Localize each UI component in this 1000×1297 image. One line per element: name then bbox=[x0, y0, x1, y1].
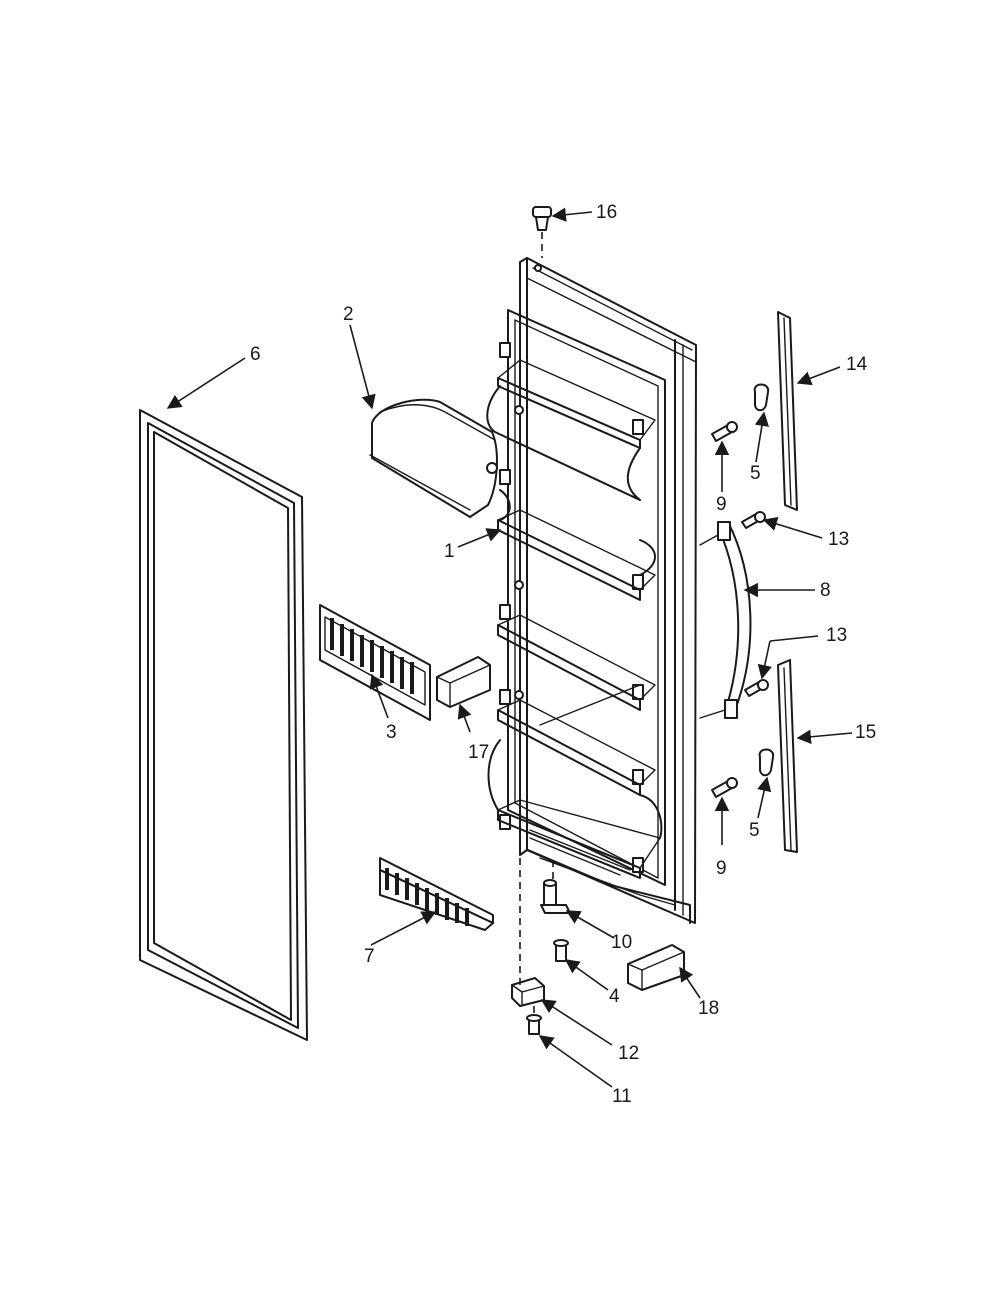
door-gasket bbox=[139, 409, 308, 1041]
callout-15: 15 bbox=[855, 722, 876, 743]
callout-1: 1 bbox=[444, 541, 455, 562]
trim-strip-upper bbox=[777, 311, 798, 511]
callout-7: 7 bbox=[364, 946, 375, 967]
callout-5-lower: 5 bbox=[749, 820, 760, 841]
screw-upper bbox=[711, 421, 738, 442]
door-rail-lower bbox=[379, 857, 494, 931]
callout-18: 18 bbox=[698, 998, 719, 1019]
door-assembly bbox=[499, 257, 697, 924]
callout-labels: 1 2 3 4 5 5 6 7 8 9 9 10 11 12 13 13 14 … bbox=[250, 202, 876, 1107]
callout-10: 10 bbox=[611, 932, 632, 953]
callout-13-upper: 13 bbox=[828, 529, 849, 550]
callout-12: 12 bbox=[618, 1043, 639, 1064]
trim-strip-lower bbox=[777, 659, 798, 853]
dairy-door bbox=[369, 398, 498, 518]
rail-end-cap-lower bbox=[627, 944, 685, 991]
rail-end-cap-upper bbox=[436, 656, 491, 708]
screw-lower bbox=[711, 777, 738, 798]
handle-screw-upper bbox=[741, 511, 766, 529]
callout-11: 11 bbox=[612, 1086, 632, 1107]
callout-9-lower: 9 bbox=[716, 858, 727, 879]
callout-16: 16 bbox=[596, 202, 617, 223]
handle-screw-lower bbox=[744, 679, 769, 697]
leader-lines bbox=[166, 207, 853, 1088]
stop-screw bbox=[553, 939, 569, 962]
callout-3: 3 bbox=[386, 722, 397, 743]
callout-9-upper: 9 bbox=[716, 494, 727, 515]
callout-5-upper: 5 bbox=[750, 463, 761, 484]
callout-14: 14 bbox=[846, 354, 868, 375]
callout-6: 6 bbox=[250, 344, 261, 365]
door-handle bbox=[699, 521, 752, 719]
callout-13-lower: 13 bbox=[826, 625, 847, 646]
fixed-shelves bbox=[486, 359, 663, 879]
door-rail-upper bbox=[319, 604, 431, 721]
callout-17: 17 bbox=[468, 742, 489, 763]
clip-upper bbox=[753, 383, 770, 412]
callout-2: 2 bbox=[343, 304, 354, 325]
callout-8: 8 bbox=[820, 580, 831, 601]
door-stop bbox=[540, 860, 571, 914]
clip-lower bbox=[758, 748, 775, 777]
callout-4: 4 bbox=[609, 986, 620, 1007]
hinge-screw bbox=[526, 1006, 542, 1035]
hinge-plug bbox=[532, 206, 552, 258]
